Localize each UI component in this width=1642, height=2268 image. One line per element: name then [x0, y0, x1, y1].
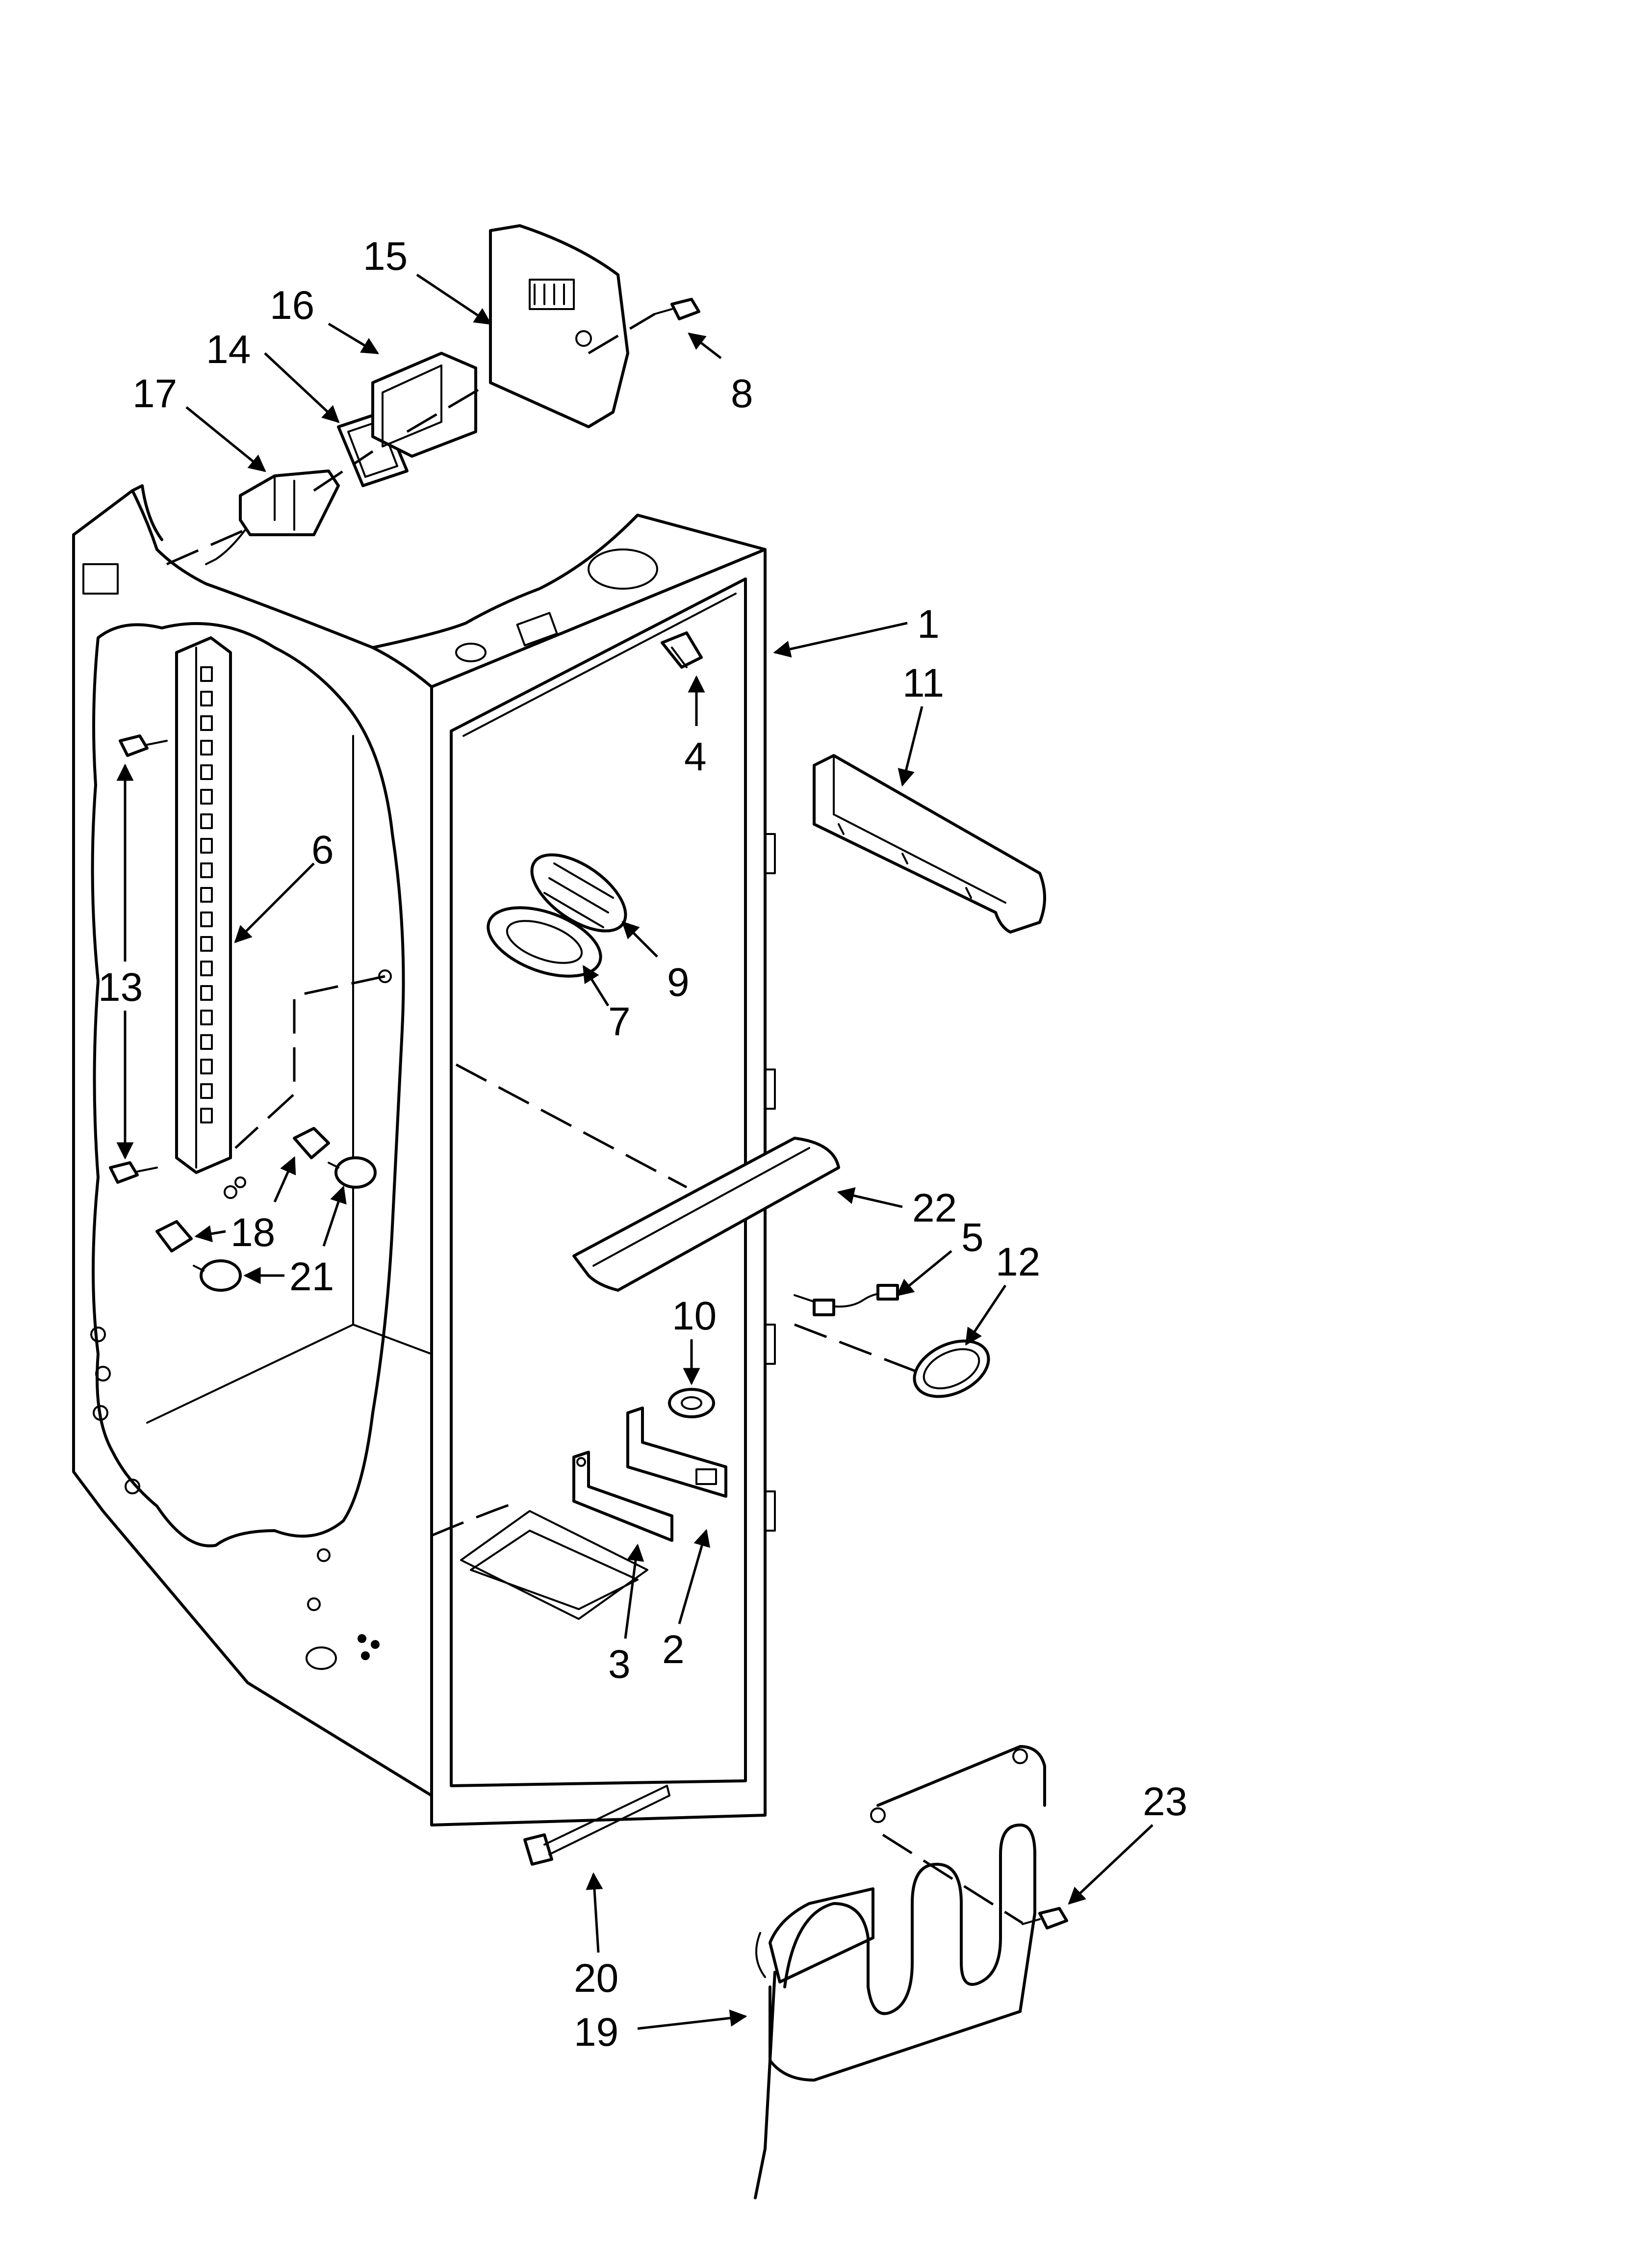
- callout-6: 6: [311, 828, 334, 872]
- part-3-bracket: [572, 1451, 673, 1542]
- leader-3: [624, 1543, 644, 1639]
- part-17-control-housing: [205, 469, 340, 565]
- part-12-light-shield: [913, 1339, 990, 1398]
- part-5-sensor-wire: [794, 1284, 899, 1316]
- callout-19: 19: [574, 2010, 618, 2055]
- callout-14: 14: [206, 327, 251, 372]
- part-23-screw: [1022, 1907, 1068, 1929]
- callout-8: 8: [731, 371, 753, 416]
- leader-20: [586, 1872, 603, 1953]
- leader-17: [185, 406, 266, 472]
- part-22-rail: [572, 1137, 840, 1292]
- part-18-light-sockets: [155, 1127, 330, 1252]
- callout-10: 10: [672, 1294, 717, 1338]
- leader-21a: [322, 1185, 347, 1247]
- callout-13: 13: [98, 965, 143, 1010]
- part-6-shelf-ladder: [175, 636, 232, 1174]
- callout-15: 15: [363, 234, 408, 279]
- part-19-heater-coil: [754, 1745, 1046, 2199]
- leader-6: [234, 862, 315, 943]
- callout-21: 21: [289, 1254, 334, 1299]
- leader-14: [264, 352, 340, 423]
- part-4-clip: [661, 631, 703, 669]
- callout-3: 3: [608, 1642, 631, 1687]
- callout-7: 7: [608, 999, 631, 1044]
- leader-23: [1068, 1824, 1154, 1905]
- callout-17: 17: [132, 371, 177, 416]
- callout-labels: 1 2 3 4 5 6 7 8 9 10 11 12 13 14 15 16 1…: [98, 234, 1187, 2055]
- leader-16: [328, 322, 380, 355]
- part-13-screws: [109, 734, 168, 1184]
- leader-arrows: [116, 273, 1154, 2030]
- callout-4: 4: [684, 734, 707, 779]
- callout-12: 12: [996, 1240, 1040, 1284]
- part-7-vent-bezel: [487, 906, 602, 978]
- leader-18b: [194, 1225, 226, 1243]
- leader-8: [688, 332, 722, 359]
- leader-22: [837, 1187, 903, 1208]
- callout-9: 9: [667, 960, 690, 1005]
- callout-16: 16: [270, 283, 314, 328]
- callout-18: 18: [231, 1210, 275, 1255]
- part-20-cable-tie: [523, 1785, 670, 1866]
- callout-1: 1: [917, 602, 940, 647]
- leader-15: [416, 273, 492, 325]
- callout-20: 20: [574, 1956, 618, 2001]
- part-11-crisper-cover: [813, 754, 1046, 934]
- leader-12: [965, 1284, 1007, 1346]
- leader-19: [637, 2009, 747, 2030]
- callout-11: 11: [902, 661, 944, 705]
- part-15-control-panel: [489, 224, 629, 428]
- leader-11: [898, 706, 924, 787]
- callout-23: 23: [1143, 1779, 1187, 1824]
- leader-18a: [273, 1156, 296, 1203]
- leader-2: [678, 1529, 711, 1624]
- part-8-screw: [654, 298, 700, 320]
- leader-5: [896, 1250, 952, 1297]
- callout-2: 2: [662, 1627, 685, 1672]
- leader-7: [582, 965, 610, 1007]
- callout-22: 22: [912, 1186, 957, 1230]
- cabinet-liner: [72, 484, 776, 1826]
- part-10-grommet: [668, 1388, 715, 1418]
- part-21-light-bulbs: [193, 1156, 377, 1292]
- leader-1: [773, 622, 908, 658]
- part-16-control-box: [371, 352, 477, 458]
- leader-9: [621, 921, 658, 958]
- callout-5: 5: [961, 1215, 984, 1260]
- part-2-bracket: [626, 1407, 727, 1498]
